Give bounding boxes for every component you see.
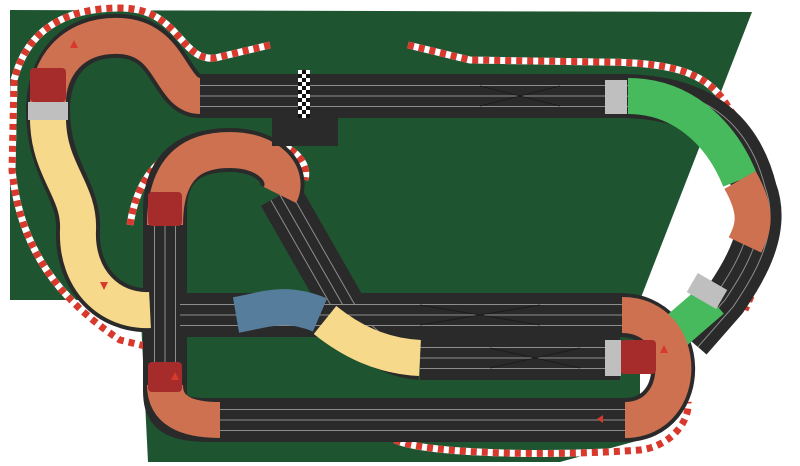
crossovers bbox=[419, 85, 581, 369]
connector-left bbox=[28, 102, 68, 120]
red-patch-lower-left bbox=[148, 362, 182, 392]
checker-square bbox=[298, 70, 302, 74]
checker-square bbox=[302, 78, 306, 82]
red-patch-inner bbox=[148, 192, 182, 226]
lane-change-top bbox=[479, 85, 561, 107]
checker-square bbox=[306, 106, 310, 110]
lane-change-lower bbox=[489, 347, 581, 369]
checker-square bbox=[306, 94, 310, 98]
checker-square bbox=[298, 82, 302, 86]
right-bank-orange bbox=[724, 171, 771, 253]
checker-square bbox=[306, 70, 310, 74]
checker-square bbox=[306, 98, 310, 102]
checker-square bbox=[302, 90, 306, 94]
checker-square bbox=[306, 74, 310, 78]
checker-square bbox=[298, 90, 302, 94]
checker-square bbox=[298, 110, 302, 114]
curve-red-patches bbox=[30, 68, 656, 392]
checker-square bbox=[298, 106, 302, 110]
checker-square bbox=[302, 82, 306, 86]
connector-top-right bbox=[605, 80, 627, 114]
direction-arrow-icon bbox=[660, 345, 668, 353]
checker-square bbox=[306, 110, 310, 114]
checker-square bbox=[302, 74, 306, 78]
checker-square bbox=[298, 98, 302, 102]
checker-square bbox=[302, 94, 306, 98]
direction-arrow-icon bbox=[597, 415, 603, 423]
checker-square bbox=[306, 78, 310, 82]
special-sections bbox=[30, 17, 771, 438]
checker-square bbox=[302, 106, 306, 110]
checker-square bbox=[302, 102, 306, 106]
connector-middle bbox=[605, 340, 621, 376]
direction-arrow-icon bbox=[100, 282, 108, 290]
checker-square bbox=[306, 102, 310, 106]
checker-square bbox=[306, 82, 310, 86]
green-hill-overlay bbox=[627, 78, 757, 188]
direction-arrow-icon bbox=[70, 40, 78, 48]
checker-square bbox=[306, 90, 310, 94]
checker-square bbox=[302, 114, 306, 118]
connectors bbox=[28, 80, 728, 376]
checker-square bbox=[298, 74, 302, 78]
checker-square bbox=[302, 98, 306, 102]
lane-change-middle bbox=[419, 304, 541, 326]
checker-square bbox=[302, 70, 306, 74]
inner-hairpin-orange bbox=[147, 132, 301, 226]
checker-square bbox=[298, 114, 302, 118]
yellow-bank-overlay-2 bbox=[313, 305, 422, 376]
checker-square bbox=[302, 86, 306, 90]
checker-square bbox=[306, 114, 310, 118]
kerb-bottom bbox=[393, 401, 692, 457]
right-hairpin-orange bbox=[620, 297, 692, 438]
checker-square bbox=[302, 110, 306, 114]
checker-square bbox=[306, 86, 310, 90]
lower-left-orange bbox=[147, 383, 221, 438]
checker-square bbox=[298, 78, 302, 82]
blue-slope-overlay bbox=[232, 289, 328, 333]
red-patch-right bbox=[620, 340, 656, 374]
kerb-top-left bbox=[8, 4, 271, 350]
left-yellow-bank-overlay bbox=[30, 117, 151, 329]
checker-square bbox=[298, 94, 302, 98]
direction-arrows bbox=[70, 40, 668, 423]
direction-arrow-icon bbox=[171, 372, 179, 380]
connector-right bbox=[686, 272, 728, 310]
checker-square bbox=[298, 102, 302, 106]
checker-square bbox=[298, 86, 302, 90]
pit-stand bbox=[272, 118, 338, 146]
red-patch-top-left bbox=[30, 68, 66, 102]
